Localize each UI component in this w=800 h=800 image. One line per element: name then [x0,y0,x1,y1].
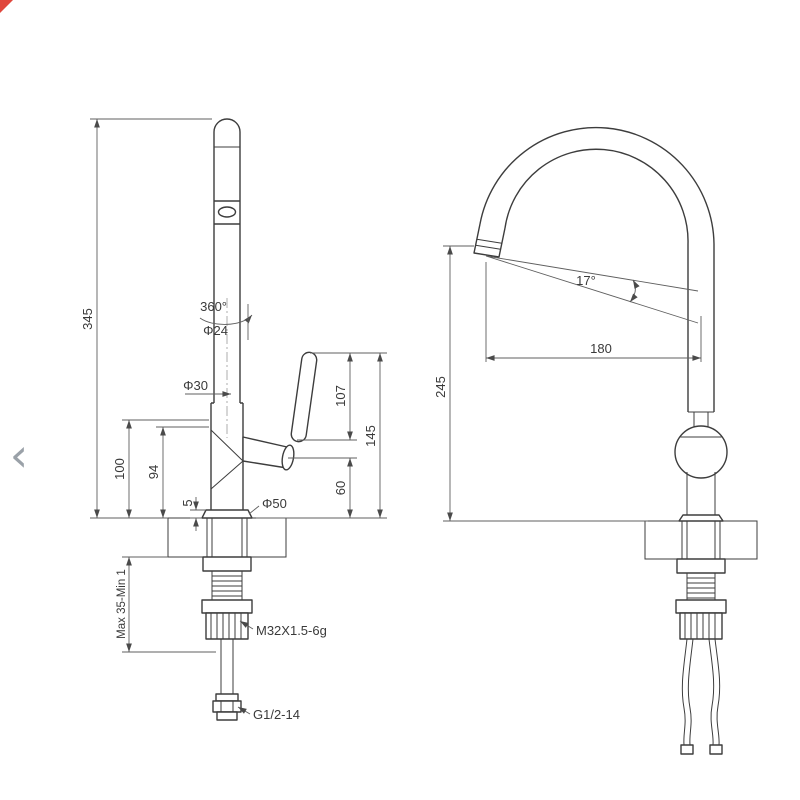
chevron-left-icon: ‹ [9,428,29,482]
dim-spout-diameter-label: Φ24 [203,323,228,338]
knurled-nut [205,612,249,640]
dim-thread-spec-label: M32X1.5-6g [256,623,327,638]
base-flange-front [678,514,724,522]
countertop-right-block-front [719,520,758,560]
washer-front [676,558,726,574]
dim-outlet-angle-label: 17° [576,273,596,288]
spout-outline [213,118,241,403]
dim-overall-height-label: 345 [80,308,95,330]
mounting-nut [201,599,253,614]
dim-reach-label: 180 [590,341,612,356]
shank-through-deck [211,518,243,557]
corner-marker [0,0,13,13]
neck [688,411,714,428]
threaded-shank [211,571,243,600]
dim-145-label: 145 [363,425,378,447]
washer [202,556,252,572]
threaded-shank-front [686,573,716,600]
countertop-left-block-front [644,520,683,560]
supply-hose-right [708,638,715,746]
dim-base-diameter-label: Φ50 [262,496,287,511]
inlet-fitting [212,700,242,713]
aerator [217,206,237,218]
dim-5-label: 5 [180,499,195,506]
prev-arrow-button[interactable]: ‹ [4,432,34,478]
handle-hub [281,444,295,471]
knurled-nut-front [679,612,723,640]
countertop-left-block [167,517,208,558]
handle-connector [242,436,288,469]
side-view-dimensions: 345 100 94 5 Max 35-Min 1 107 145 60 360… [80,118,387,722]
supply-hose-left [681,638,688,746]
gooseneck-inner [504,148,689,412]
dim-inlet-spec-label: G1/2-14 [253,707,300,722]
dim-body-diameter-label: Φ30 [183,378,208,393]
dim-60-label: 60 [333,481,348,495]
mounting-nut-front [675,599,727,614]
base-flange [201,509,253,519]
faucet-front-view [473,126,758,755]
dim-deck-range-label: Max 35-Min 1 [116,569,128,639]
body-outline [210,402,244,510]
gooseneck-outer [479,126,715,412]
dim-107-label: 107 [333,385,348,407]
spout-tip [473,223,506,258]
dim-100-label: 100 [112,458,127,480]
ball-joint [674,425,728,479]
dim-94-label: 94 [146,465,161,479]
body-joint-lines [210,429,244,490]
front-view-dimensions: 17° 180 245 [433,245,702,522]
supply-tube [220,639,234,694]
tip-aerator-bands [475,238,502,250]
dim-height-245-label: 245 [433,376,448,398]
dim-rotation-label: 360° [200,299,227,314]
countertop-right-block [246,517,287,558]
handle-lever [290,351,318,443]
lower-body [686,472,716,515]
